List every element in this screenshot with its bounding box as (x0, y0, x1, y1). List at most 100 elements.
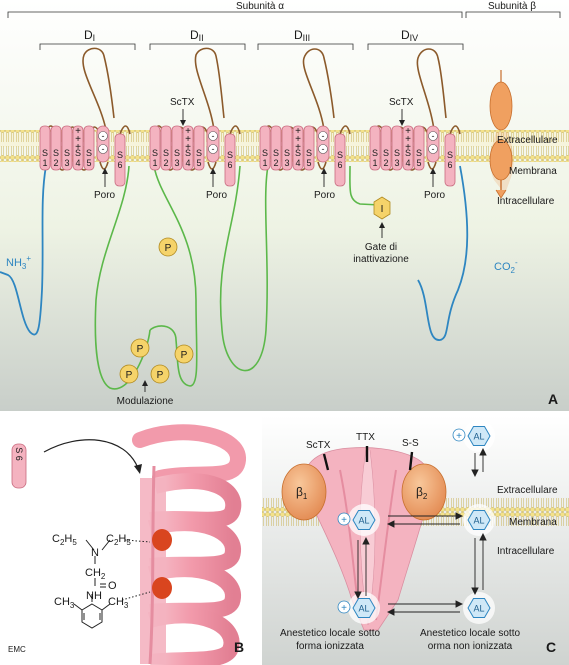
modulation-label: Modulazione (117, 396, 174, 407)
subunit-beta-label: Subunità β (488, 1, 536, 12)
segment-1-3 (61, 125, 73, 171)
phospho-site: P (130, 338, 150, 358)
positive-charge-icon (337, 600, 351, 614)
phospho-site: P (119, 364, 139, 384)
segment-3-5 (303, 125, 315, 171)
caption-nonionized-1: Anestetico locale sotto (420, 628, 520, 639)
inactivation-gate-label-1: Gate di (365, 242, 397, 253)
positive-charge-label: + (295, 142, 301, 153)
segment-1-5 (83, 125, 95, 171)
negative-charge-label: - (322, 131, 325, 141)
segment-label: 5 (416, 158, 421, 168)
segment-label: 1 (152, 158, 157, 168)
negative-charge-icon (208, 131, 218, 141)
segment-3-2 (270, 125, 282, 171)
caption-ionized-2: forma ionizzata (296, 641, 364, 652)
svg-text:I: I (381, 204, 384, 215)
s6-segment (11, 443, 27, 489)
phospho-site: P (158, 237, 178, 257)
sctx-label-c: ScTX (306, 440, 331, 451)
segment-label: S (53, 148, 59, 158)
positive-charge-label: + (405, 126, 411, 137)
segment-label: S (284, 148, 290, 158)
positive-charge-icon (452, 428, 466, 442)
beta2-label: β2 (416, 485, 428, 501)
segment-4-2 (380, 125, 392, 171)
segment-4-1 (369, 125, 381, 171)
segment-label: S (117, 150, 123, 160)
chem-methylene: CH2 (85, 567, 106, 581)
positive-charge-label: + (341, 603, 347, 614)
positive-charge-label: + (75, 142, 81, 153)
layer-membrane-a: Membrana (509, 166, 557, 177)
svg-text:P: P (157, 370, 164, 381)
positive-charge-icon (337, 512, 351, 526)
pore-label-3: Poro (314, 190, 336, 201)
channel-body (306, 447, 429, 631)
segment-1-6 (114, 133, 126, 187)
svg-text:P: P (126, 370, 133, 381)
segment-label: S (196, 148, 202, 158)
segment-label: S (447, 150, 453, 160)
segment-label: S (42, 148, 48, 158)
segment-1-2 (50, 125, 62, 171)
panel-b: S 6 C2H5 N C (0, 412, 258, 665)
chem-methyl-right: CH3 (108, 596, 129, 610)
segment-label: S (383, 148, 389, 158)
segment-2-3 (171, 125, 183, 171)
layer-intracellular-c: Intracellulare (497, 546, 555, 557)
anesthetic-label: AL (473, 516, 484, 526)
inactivation-gate-label-2: inattivazione (353, 254, 409, 265)
segment-label: S (262, 148, 268, 158)
transmembrane-segments: S1S2S3S4+++--S5S6S1S2S3S4+++--S5S6S1S2S3… (39, 125, 456, 187)
segment-label: S (405, 148, 411, 158)
ttx-label: TTX (356, 432, 375, 443)
pore-labels: Poro Poro Poro Poro (94, 168, 446, 201)
segment-label: 6 (447, 160, 452, 170)
anesthetic-label: AL (473, 604, 484, 614)
segment-label: 3 (64, 158, 69, 168)
phosphorylation-sites: P P P P P Modulazione (117, 237, 194, 407)
segment-label: S (227, 150, 233, 160)
segment-4-3 (391, 125, 403, 171)
nh3-terminus-label: NH3+ (6, 254, 31, 271)
negative-charge-label: - (102, 131, 105, 141)
segment-label: 5 (86, 158, 91, 168)
positive-charge-label: + (456, 431, 462, 442)
binding-residue-1 (152, 529, 172, 551)
pore-label-2: Poro (206, 190, 228, 201)
segment-label: 4 (75, 158, 80, 168)
layer-extracellular-a: Extracellulare (497, 135, 558, 146)
anesthetic-hexagon-icon (467, 598, 491, 618)
n-terminus (0, 165, 47, 336)
svg-text:P: P (137, 344, 144, 355)
segment-label: 3 (284, 158, 289, 168)
negative-charge-icon (428, 144, 438, 154)
local-anesthetic-structure (73, 539, 151, 629)
segment-label: 1 (372, 158, 377, 168)
segment-2-6 (224, 133, 236, 187)
alpha-bracket (7, 11, 463, 18)
segment-label: 3 (174, 158, 179, 168)
negative-charge-icon (318, 144, 328, 154)
segment-label: 5 (196, 158, 201, 168)
negative-charge-icon (428, 131, 438, 141)
inactivation-particle (373, 196, 391, 220)
segment-label: S (337, 150, 343, 160)
negative-charge-label: - (212, 144, 215, 154)
anesthetic-hexagon-icon (467, 510, 491, 530)
segment-3-4 (292, 125, 304, 171)
pore-label-4: Poro (424, 190, 446, 201)
segment-label: S (174, 148, 180, 158)
negative-charge-icon (98, 144, 108, 154)
segment-label: S (416, 148, 422, 158)
segment-2-4 (182, 125, 194, 171)
chem-oxygen: O (108, 580, 117, 592)
domain-label-3: DIII (294, 28, 310, 43)
segment-2-2 (160, 125, 172, 171)
segment-label: 3 (394, 158, 399, 168)
segment-label: 1 (262, 158, 267, 168)
pore-label-1: Poro (94, 190, 116, 201)
